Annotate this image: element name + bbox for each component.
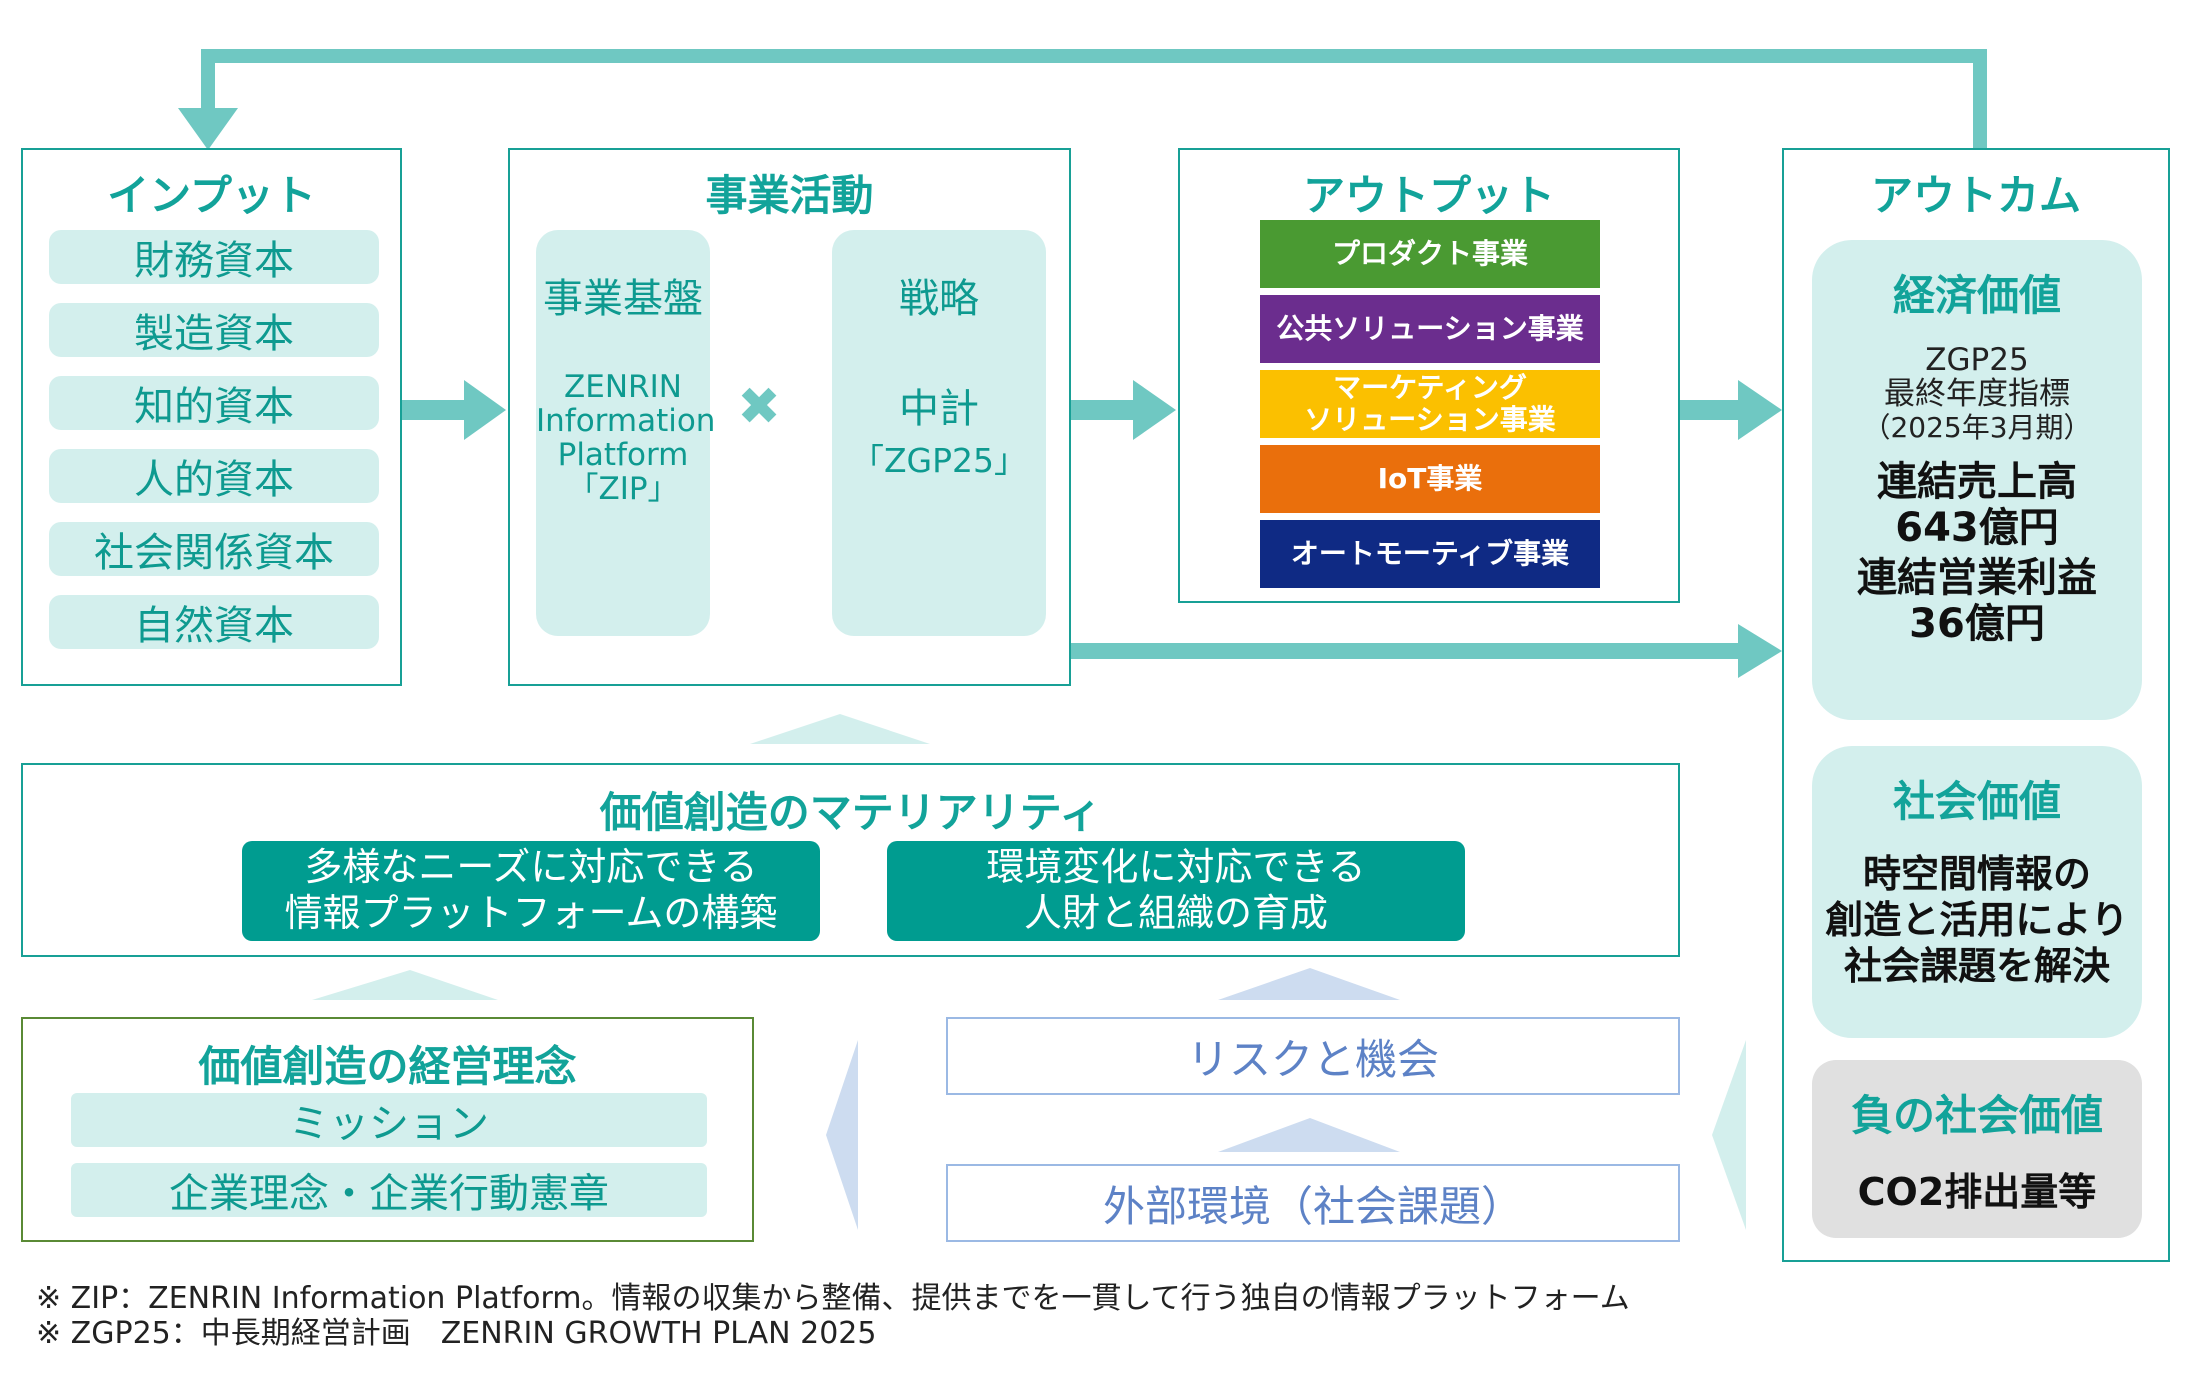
input-item-human: 人的資本 [49,449,379,503]
zip-line-2: Information [536,403,716,439]
negative-value-title: 負の社会価値 [1850,1091,2103,1140]
outcome-panel: アウトカム 経済価値 ZGP25 最終年度指標 （2025年3月期） 連結売上高… [1782,148,2170,1262]
philosophy-item-charter: 企業理念・企業行動憲章 [71,1163,707,1217]
social-line-3: 社会課題を解決 [1843,944,2110,988]
business-title: 事業活動 [705,171,874,220]
input-item-financial: 財務資本 [49,230,379,284]
output-segment-marketing: マーケティング ソリューション事業 [1260,370,1600,438]
zip-line-3: Platform [557,437,689,473]
kpi-profit-label: 連結営業利益 [1857,555,2097,601]
triangle-philosophy-to-materiality [312,970,498,1000]
economic-value-box: 経済価値 ZGP25 最終年度指標 （2025年3月期） 連結売上高 643億円… [1812,240,2142,720]
kpi-sales-value: 643億円 [1895,505,2059,551]
business-strategy-title: 戦略 [899,276,979,322]
triangle-external-to-philosophy [826,1040,858,1230]
zip-line-4: 「ZIP」 [567,471,679,507]
input-item-intellectual: 知的資本 [49,376,379,430]
arrow-output-outcome-shaft [1680,400,1742,420]
output-title: アウトプット [1302,171,1555,220]
social-value-box: 社会価値 時空間情報の 創造と活用により 社会課題を解決 [1812,746,2142,1038]
philosophy-title: 価値創造の経営理念 [198,1042,577,1091]
arrow-business-outcome-head [1738,624,1782,678]
strategy-line-1: 中計 [899,386,979,432]
output-segment-automotive: オートモーティブ事業 [1260,520,1600,588]
negative-value-line: CO2排出量等 [1857,1170,2097,1214]
triangle-outcome-to-external [1712,1040,1746,1230]
times-icon: ✖ [737,377,781,437]
risk-opportunity-box: リスクと機会 [946,1017,1680,1095]
materiality-item-platform: 多様なニーズに対応できる 情報プラットフォームの構築 [242,841,820,941]
kpi-profit-value: 36億円 [1909,601,2045,647]
philosophy-item-mission: ミッション [71,1093,707,1147]
kpi-sales-label: 連結売上高 [1877,459,2077,505]
social-line-1: 時空間情報の [1862,852,2091,896]
input-item-manufactured: 製造資本 [49,303,379,357]
business-panel: 事業活動 事業基盤 ZENRIN Information Platform 「Z… [508,148,1071,686]
output-segment-iot: IoT事業 [1260,445,1600,513]
arrow-business-output-shaft [1071,400,1137,420]
social-line-2: 創造と活用により [1825,898,2129,942]
arrow-input-business-shaft [402,400,468,420]
arrow-output-outcome-head [1738,380,1782,440]
feedback-loop-line [201,49,1987,148]
input-title: インプット [107,171,316,220]
materiality-item-people: 環境変化に対応できる 人財と組織の育成 [887,841,1465,941]
economic-sub-3: （2025年3月期） [1862,411,2092,444]
feedback-loop-arrowhead [178,108,238,150]
business-strategy-box: 戦略 中計 「ZGP25」 [832,230,1046,636]
triangle-external-to-risk [1218,1118,1400,1152]
economic-sub-2: 最終年度指標 [1884,376,2070,412]
materiality-panel: 価値創造のマテリアリティ 多様なニーズに対応できる 情報プラットフォームの構築 … [21,763,1680,957]
economic-value-title: 経済価値 [1892,271,2061,320]
input-item-natural: 自然資本 [49,595,379,649]
external-environment-box: 外部環境（社会課題） [946,1164,1680,1242]
business-foundation-box: 事業基盤 ZENRIN Information Platform 「ZIP」 [536,230,716,636]
output-segment-product: プロダクト事業 [1260,220,1600,288]
arrow-business-output-head [1133,380,1176,440]
philosophy-panel: 価値創造の経営理念 ミッション 企業理念・企業行動憲章 [21,1017,754,1242]
negative-value-box: 負の社会価値 CO2排出量等 [1812,1060,2142,1238]
arrow-input-business-head [464,380,506,440]
zip-line-1: ZENRIN [564,369,682,405]
footnote-zip: ※ ZIP：ZENRIN Information Platform。情報の収集か… [36,1281,1630,1316]
triangle-materiality-to-business [750,714,930,744]
strategy-line-2: 「ZGP25」 [850,441,1028,480]
input-panel: インプット 財務資本 製造資本 知的資本 人的資本 社会関係資本 自然資本 [21,148,402,686]
arrow-business-outcome-shaft [1071,643,1743,659]
materiality-title: 価値創造のマテリアリティ [599,788,1102,837]
footnotes: ※ ZIP：ZENRIN Information Platform。情報の収集か… [36,1281,1736,1351]
input-item-social-relationship: 社会関係資本 [49,522,379,576]
output-panel: アウトプット プロダクト事業 公共ソリューション事業 マーケティング ソリューシ… [1178,148,1680,603]
footnote-zgp25: ※ ZGP25：中長期経営計画 ZENRIN GROWTH PLAN 2025 [36,1315,877,1351]
social-value-title: 社会価値 [1892,777,2061,826]
output-segment-public: 公共ソリューション事業 [1260,295,1600,363]
triangle-risk-to-materiality [1218,968,1400,1000]
economic-sub-1: ZGP25 [1925,342,2029,378]
business-foundation-title: 事業基盤 [543,276,703,322]
outcome-title: アウトカム [1870,171,2081,220]
